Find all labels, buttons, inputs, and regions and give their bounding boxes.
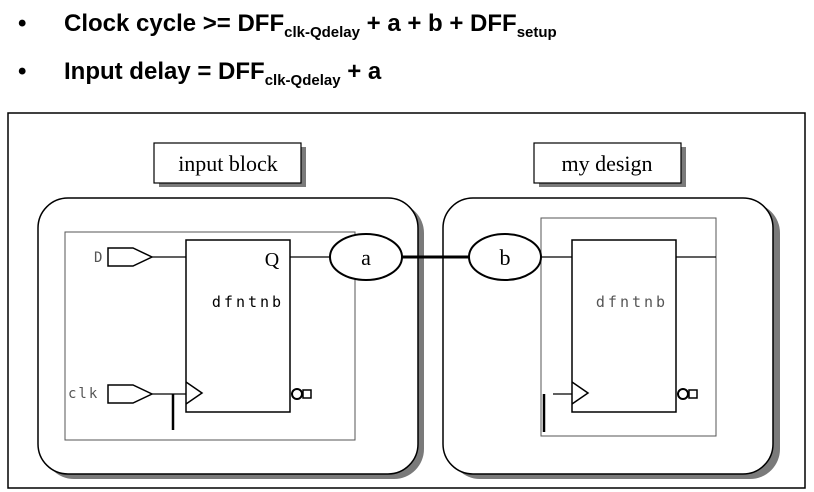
bullet-clock-cycle: •Clock cycle >= DFFclk-Qdelay + a + b + … [18,10,557,41]
my-design-title: my design [561,151,652,176]
input-schematic-frame [64,231,356,441]
clock-triangle-icon [571,381,590,405]
bullet-marker: • [18,10,27,37]
left-flip-flop: Q dfntnb [185,239,312,413]
right-flip-flop: dfntnb [542,239,716,432]
output-pin-icon [688,389,698,399]
output-pin-icon [302,389,312,399]
bullet-marker: • [18,58,27,85]
bullet-list: •Clock cycle >= DFFclk-Qdelay + a + b + … [0,0,814,108]
inverted-output-icon [677,388,689,400]
bullet-input-delay: •Input delay = DFFclk-Qdelay + a [18,58,382,89]
d-input-port: D [94,247,186,267]
port-arrow-icon [107,384,154,404]
clock-triangle-icon [185,381,204,405]
port-arrow-icon [107,247,154,267]
design-schematic-frame [540,217,717,437]
my-design-label: my design [533,142,686,187]
clk-port-label: clk [68,386,99,402]
delay-a-label: a [361,245,371,270]
delay-b-label: b [500,245,511,270]
input-block-label: input block [153,142,306,187]
q-output-label: Q [265,249,280,271]
delay-b: b [468,233,542,281]
delay-a: a [329,233,403,281]
inverted-output-icon [291,388,303,400]
clk-input-port: clk [68,384,186,430]
d-port-label: D [94,250,102,266]
right-cell-name: dfntnb [596,293,668,311]
left-cell-name: dfntnb [212,293,284,311]
input-block-title: input block [178,151,278,176]
